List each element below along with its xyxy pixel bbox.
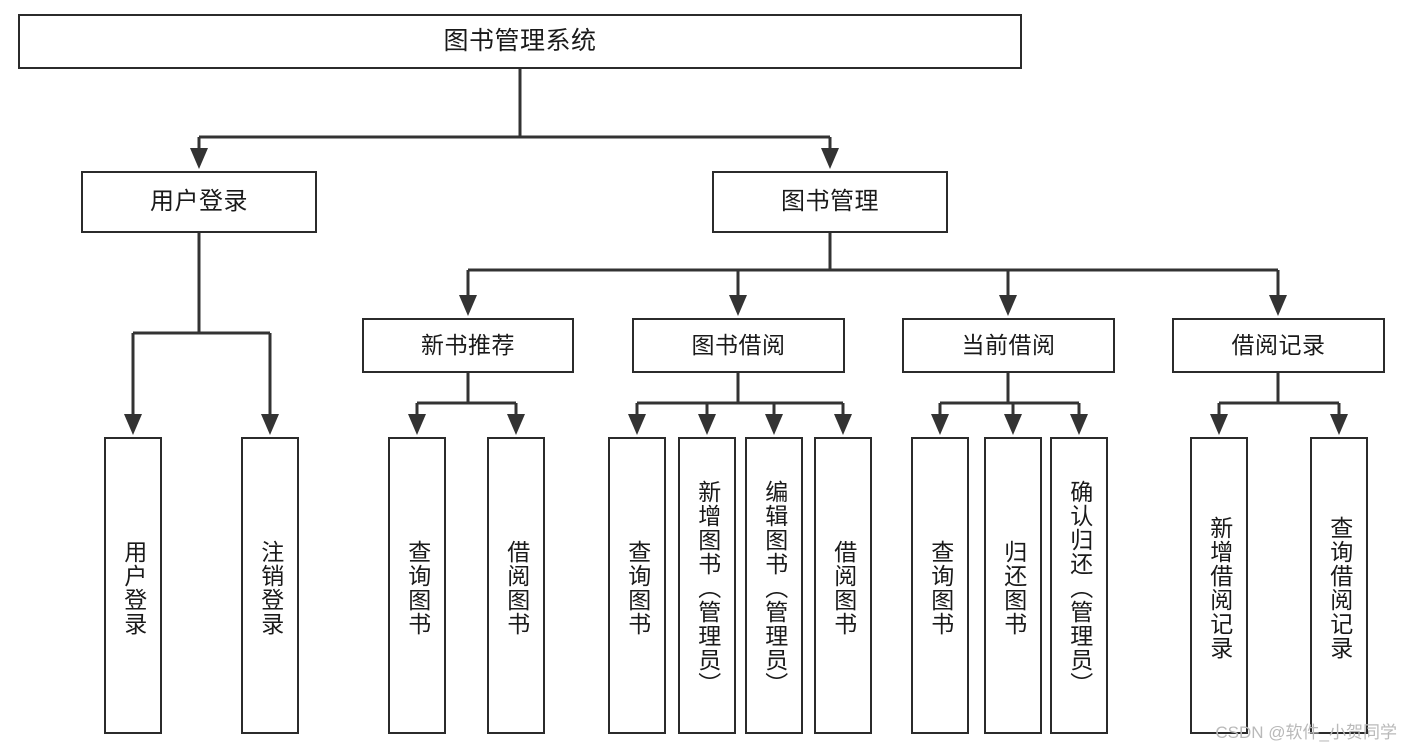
node-label: 图书管理	[781, 187, 879, 215]
node-current-borrow[interactable]: 当前借阅	[902, 318, 1115, 373]
node-label: 查询图书	[404, 539, 431, 636]
node-label: 确认归还（管理员）	[1066, 479, 1093, 696]
node-user-login[interactable]: 用户登录	[81, 171, 317, 233]
node-leaf-leaf-borrow-book-new[interactable]: 借阅图书	[487, 437, 545, 734]
node-leaf-leaf-user-login[interactable]: 用户登录	[104, 437, 162, 734]
node-leaf-leaf-query-book-new[interactable]: 查询图书	[388, 437, 446, 734]
node-root-book-management-system[interactable]: 图书管理系统	[18, 14, 1022, 69]
node-label: 新书推荐	[421, 331, 515, 358]
node-label: 借阅记录	[1231, 331, 1326, 358]
node-new-book-recommend[interactable]: 新书推荐	[362, 318, 574, 373]
node-label: 借阅图书	[830, 539, 857, 636]
node-leaf-leaf-query-book-borrow[interactable]: 查询图书	[608, 437, 666, 734]
node-label: 编辑图书（管理员）	[761, 479, 788, 696]
node-label: 用户登录	[120, 539, 147, 636]
node-leaf-leaf-user-logout[interactable]: 注销登录	[241, 437, 299, 734]
node-leaf-leaf-edit-book[interactable]: 编辑图书（管理员）	[745, 437, 803, 734]
node-leaf-leaf-add-book[interactable]: 新增图书（管理员）	[678, 437, 736, 734]
node-label: 查询图书	[624, 539, 651, 636]
node-book-manage[interactable]: 图书管理	[712, 171, 948, 233]
node-label: 新增图书（管理员）	[694, 479, 721, 696]
node-label: 注销登录	[257, 539, 284, 636]
node-leaf-leaf-query-book-cur[interactable]: 查询图书	[911, 437, 969, 734]
node-label: 查询图书	[927, 539, 954, 636]
node-leaf-leaf-query-record[interactable]: 查询借阅记录	[1310, 437, 1368, 734]
node-label: 当前借阅	[961, 331, 1056, 358]
node-label: 用户登录	[150, 187, 248, 215]
node-leaf-leaf-confirm-return[interactable]: 确认归还（管理员）	[1050, 437, 1108, 734]
node-label: 借阅图书	[503, 539, 530, 636]
node-label: 图书管理系统	[443, 26, 597, 55]
node-label: 新增借阅记录	[1206, 515, 1233, 660]
node-leaf-leaf-return-book[interactable]: 归还图书	[984, 437, 1042, 734]
node-book-borrow[interactable]: 图书借阅	[632, 318, 845, 373]
node-label: 查询借阅记录	[1326, 515, 1353, 660]
node-leaf-leaf-borrow-book[interactable]: 借阅图书	[814, 437, 872, 734]
node-leaf-leaf-add-record[interactable]: 新增借阅记录	[1190, 437, 1248, 734]
node-label: 图书借阅	[691, 331, 786, 358]
node-borrow-record[interactable]: 借阅记录	[1172, 318, 1385, 373]
node-label: 归还图书	[1000, 539, 1027, 636]
